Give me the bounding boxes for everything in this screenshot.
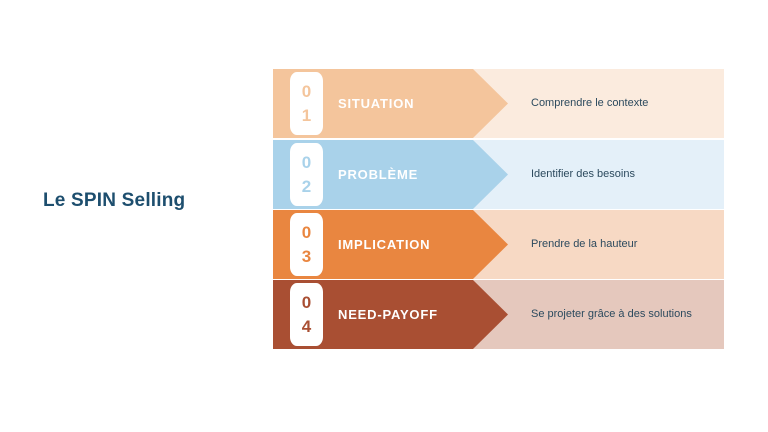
chevron-arrow-icon: [273, 210, 508, 279]
step-label: IMPLICATION: [338, 237, 431, 252]
diagram-title: Le SPIN Selling: [43, 190, 186, 211]
chevron-arrow-icon: [273, 69, 508, 138]
chevron-arrow-icon: [273, 140, 508, 209]
step-number-badge: 0 1: [290, 72, 323, 135]
step-description: Identifier des besoins: [531, 168, 635, 180]
step-description: Se projeter grâce à des solutions: [531, 308, 692, 320]
step-number-badge: 0 3: [290, 213, 323, 276]
step-description: Comprendre le contexte: [531, 97, 649, 109]
step-implication: 0 3 IMPLICATION Prendre de la hauteur: [273, 210, 724, 279]
step-number-badge: 0 2: [290, 143, 323, 206]
step-description: Prendre de la hauteur: [531, 238, 638, 250]
step-probleme: 0 2 PROBLÈME Identifier des besoins: [273, 140, 724, 209]
chevron-arrow-icon: [273, 280, 508, 349]
step-situation: 0 1 SITUATION Comprendre le contexte: [273, 69, 724, 138]
step-need-payoff: 0 4 NEED-PAYOFF Se projeter grâce à des …: [273, 280, 724, 349]
step-label: SITUATION: [338, 96, 415, 111]
step-number-badge: 0 4: [290, 283, 323, 346]
step-label: NEED-PAYOFF: [338, 307, 438, 322]
step-label: PROBLÈME: [338, 167, 419, 182]
